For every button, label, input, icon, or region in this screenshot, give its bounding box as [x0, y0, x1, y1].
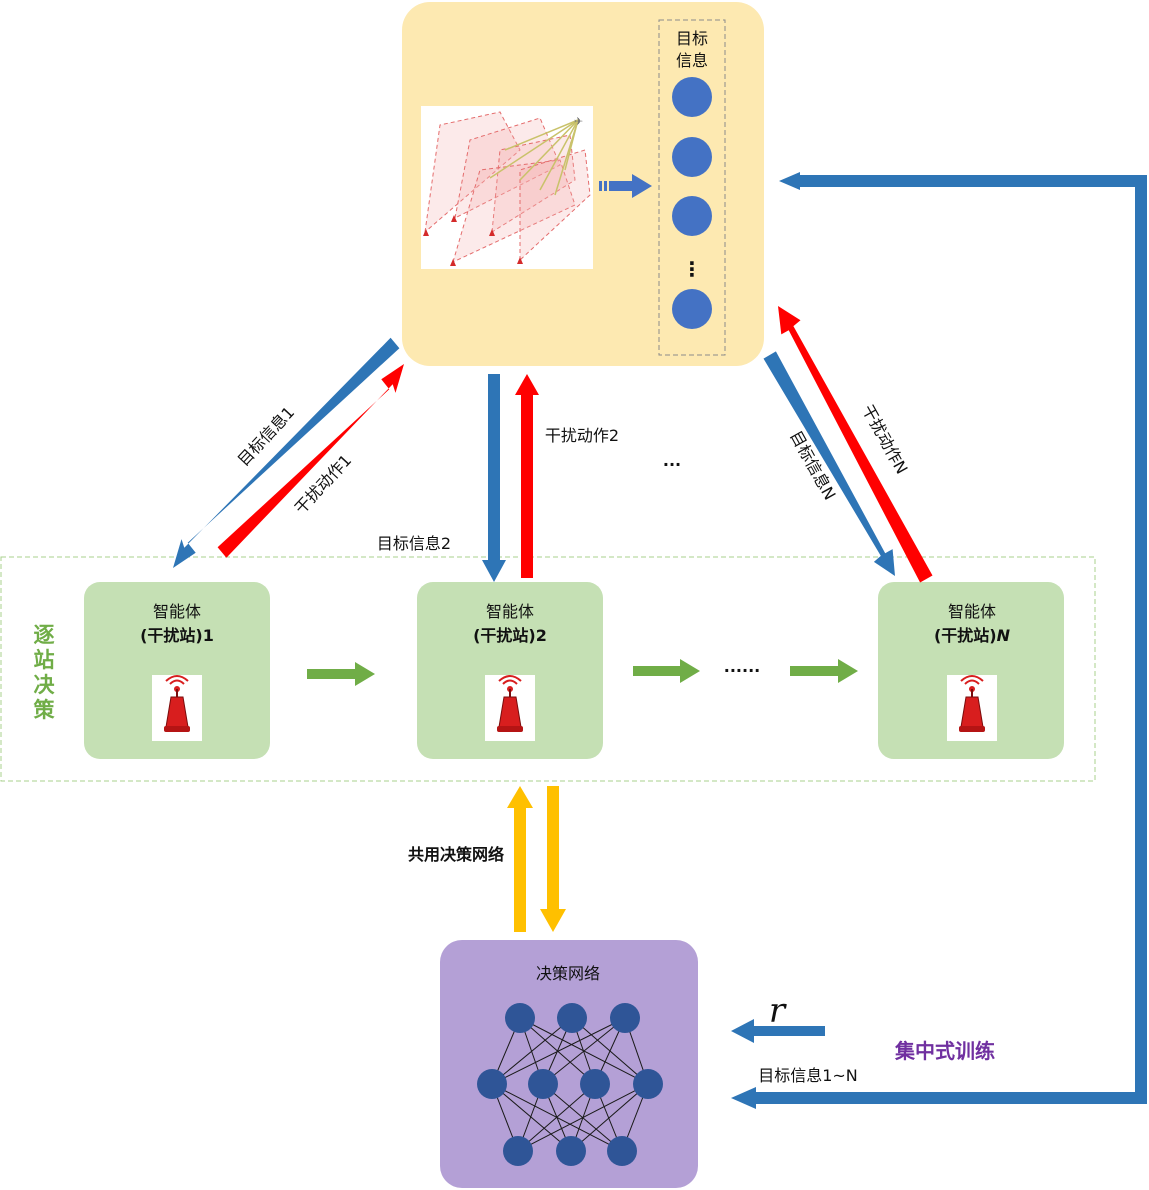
sequence-arrow — [790, 659, 858, 683]
agent-subtitle: (干扰站)1 — [140, 626, 214, 645]
decision-network — [440, 940, 698, 1188]
svg-text:✈: ✈ — [574, 115, 583, 128]
target-info-title-line2: 信息 — [676, 51, 708, 70]
reward-arrow — [731, 1019, 825, 1043]
network-edge — [517, 1083, 649, 1152]
feedback-arrow-head — [731, 1087, 756, 1109]
network-node — [580, 1069, 610, 1099]
sequence-ellipsis: ······ — [724, 661, 760, 680]
network-edge — [542, 1017, 626, 1085]
shared-network-label: 共用决策网络 — [408, 845, 504, 864]
target-info-1-label: 目标信息1 — [234, 403, 298, 470]
jammer-tower-icon — [947, 675, 997, 741]
network-node — [557, 1003, 587, 1033]
agent-n: 智能体 (干扰站)N — [878, 582, 1064, 759]
jam-action-n-arrow — [778, 306, 933, 583]
reward-symbol: r — [769, 991, 787, 1031]
network-edge — [491, 1017, 626, 1085]
network-node — [633, 1069, 663, 1099]
network-node — [528, 1069, 558, 1099]
target-info-2-arrow — [482, 374, 506, 582]
feedback-arrow-head — [779, 172, 800, 190]
network-edge — [491, 1083, 572, 1152]
network-node — [503, 1136, 533, 1166]
shared-network-down-arrow — [540, 786, 566, 932]
target-info-n-arrow — [763, 351, 895, 576]
agent-subtitle: (干扰站)2 — [473, 626, 547, 645]
jammer-tower-icon — [485, 675, 535, 741]
network-node — [556, 1136, 586, 1166]
scenario-thumbnail: ✈ — [421, 106, 593, 269]
agent-1: 智能体 (干扰站)1 — [84, 582, 270, 759]
shared-network-up-arrow — [507, 786, 533, 932]
target-node — [672, 137, 712, 177]
jam-action-1-arrow — [217, 364, 404, 558]
scenario-to-info-arrow — [599, 174, 652, 198]
target-node — [672, 289, 712, 329]
jam-action-1-label: 干扰动作1 — [291, 451, 355, 518]
sequential-decision-label: 逐站决策 — [34, 623, 56, 722]
sequential-decision-region — [0, 556, 1096, 782]
centralized-training-label: 集中式训练 — [894, 1039, 995, 1063]
jam-action-2-label: 干扰动作2 — [545, 426, 619, 445]
target-nodes-ellipsis: ⋮ — [682, 257, 702, 281]
network-edge — [491, 1017, 573, 1085]
svg-text:逐站决策: 逐站决策 — [34, 623, 56, 722]
middle-ellipsis: ··· — [663, 455, 681, 474]
target-node — [672, 196, 712, 236]
network-node — [477, 1069, 507, 1099]
jam-action-2-arrow — [515, 374, 539, 578]
target-info-column — [658, 19, 726, 356]
sequence-arrow — [633, 659, 700, 683]
agent-subtitle: (干扰站)N — [934, 626, 1011, 645]
network-node — [607, 1136, 637, 1166]
agent-title: 智能体 — [948, 602, 996, 621]
agent-2: 智能体 (干扰站)2 — [417, 582, 603, 759]
network-edge — [570, 1083, 649, 1152]
neural-network-graph — [477, 1003, 663, 1166]
target-info-1-arrow — [173, 337, 400, 568]
centralized-feedback-line — [756, 175, 1147, 1104]
jammer-tower-icon — [152, 675, 202, 741]
target-node — [672, 77, 712, 117]
all-target-info-label: 目标信息1~N — [758, 1066, 858, 1085]
network-node — [505, 1003, 535, 1033]
decision-network-title: 决策网络 — [536, 964, 600, 983]
sequence-arrow — [307, 662, 375, 686]
target-info-2-label: 目标信息2 — [377, 534, 451, 553]
network-node — [610, 1003, 640, 1033]
agent-title: 智能体 — [153, 602, 201, 621]
network-edge — [517, 1083, 596, 1152]
agent-title: 智能体 — [486, 602, 534, 621]
target-info-title-line1: 目标 — [676, 29, 708, 48]
